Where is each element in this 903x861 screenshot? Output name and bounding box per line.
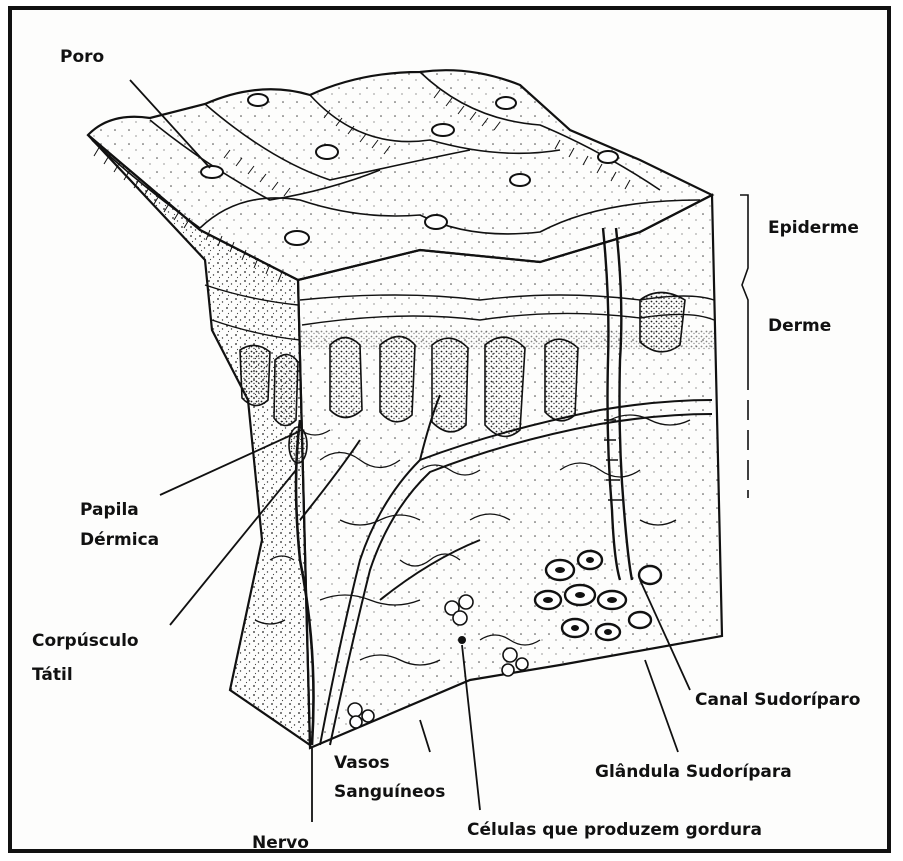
label-nervo: Nervo <box>252 833 309 853</box>
label-vasos-sanguineos-2: Sanguíneos <box>334 782 445 802</box>
layer-bracket <box>740 195 748 498</box>
label-papila-dermica-2: Dérmica <box>80 530 159 550</box>
fat-cell-marker <box>458 636 466 644</box>
label-celulas-gordura: Células que produzem gordura <box>467 820 762 840</box>
label-corpusculo-tatil-2: Tátil <box>32 665 73 685</box>
label-corpusculo-tatil-1: Corpúsculo <box>32 631 139 651</box>
label-vasos-sanguineos-1: Vasos <box>334 753 390 773</box>
label-papila-dermica-1: Papila <box>80 500 139 520</box>
label-glandula-sudoripara: Glândula Sudorípara <box>595 762 792 782</box>
label-derme: Derme <box>768 316 831 336</box>
label-canal-sudoriparo: Canal Sudoríparo <box>695 690 860 710</box>
label-poro: Poro <box>60 47 104 67</box>
label-epiderme: Epiderme <box>768 218 859 238</box>
